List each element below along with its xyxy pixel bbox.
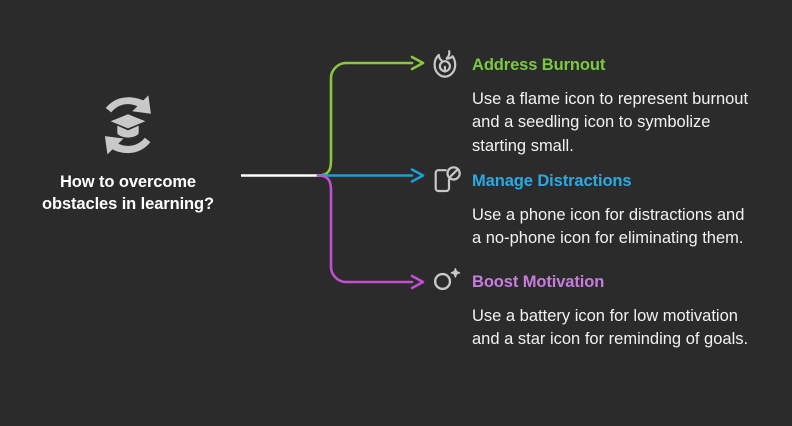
branch-title: Boost Motivation [472,272,605,291]
root-node: How to overcome obstacles in learning? [8,92,248,216]
flame-seedling-icon [428,47,464,83]
phone-no-sign-icon [428,163,464,199]
arrowhead-address-burnout [410,55,425,71]
branch-header: Boost Motivation [428,261,758,303]
branch-header: Manage Distractions [428,160,758,202]
branch-boost-motivation[interactable]: Boost Motivation Use a battery icon for … [428,261,758,352]
connector-boost-motivation [316,174,414,284]
branch-description: Use a phone icon for distractions and a … [472,206,745,248]
branch-address-burnout[interactable]: Address Burnout Use a flame icon to repr… [428,44,758,158]
branch-description: Use a flame icon to represent burnout an… [472,90,749,155]
arrowhead-manage-distractions [410,168,425,183]
connector-address-burnout [316,61,414,177]
branch-manage-distractions[interactable]: Manage Distractions Use a phone icon for… [428,160,758,251]
branch-title: Manage Distractions [472,171,632,190]
atom-sparkle-icon [428,264,464,300]
root-label: How to overcome obstacles in learning? [41,173,214,213]
branch-header: Address Burnout [428,44,758,86]
learning-cycle-graduation-cap-icon [92,92,164,158]
branch-description: Use a battery icon for low motivation an… [472,307,749,349]
branch-title: Address Burnout [472,55,606,74]
arrowhead-boost-motivation [410,274,425,290]
